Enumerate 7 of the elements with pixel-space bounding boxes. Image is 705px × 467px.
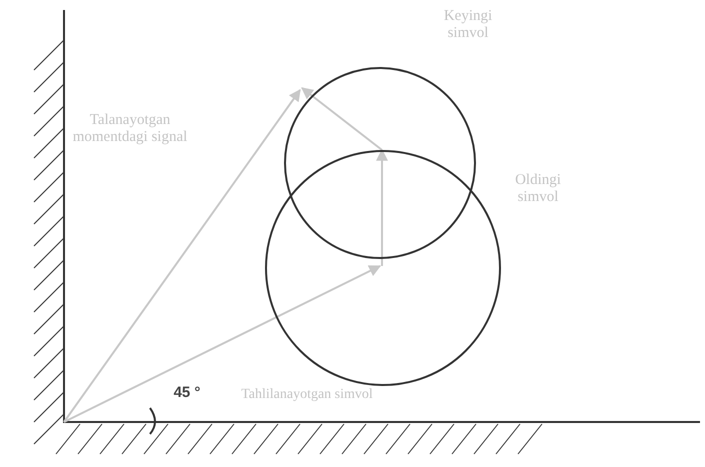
circle-outline — [284, 67, 476, 259]
symbol-label: Oldingi simvol — [514, 172, 562, 206]
circle-outline — [265, 150, 501, 386]
signal-label: Talanayotgan momentdagi signal — [72, 112, 188, 146]
angle-label: 45 ° — [172, 384, 202, 402]
symbol-label: Keyingi simvol — [442, 8, 494, 42]
symbol-label: Tahlilanayotgan simvol — [240, 387, 374, 404]
